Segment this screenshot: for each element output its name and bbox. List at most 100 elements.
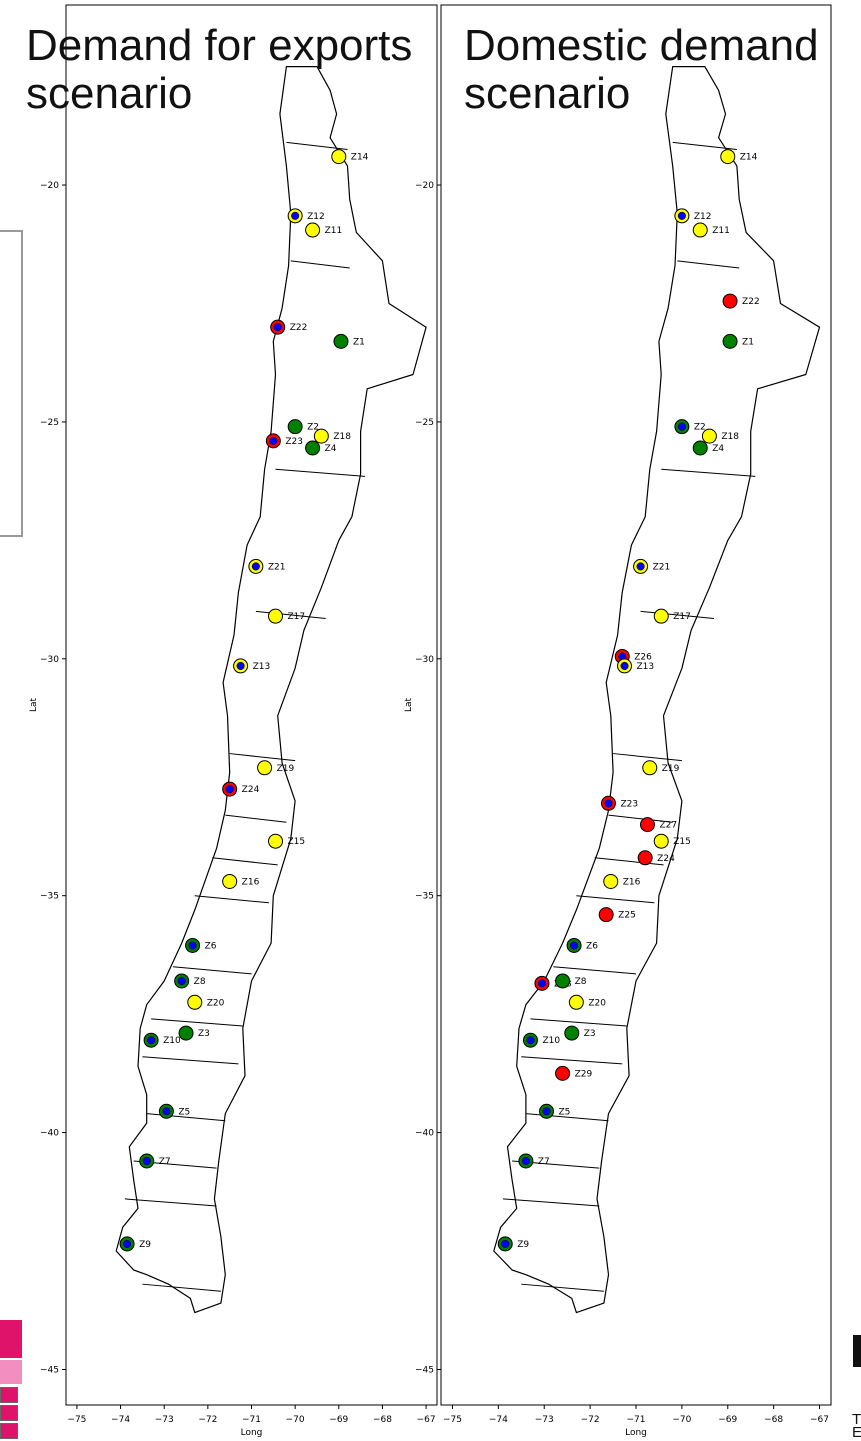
swatch-pink-1 xyxy=(0,1320,22,1358)
zone-label-z15: Z15 xyxy=(673,837,691,847)
zone-marker-inner-z12 xyxy=(291,211,300,220)
region-boundary-1-7 xyxy=(576,895,655,904)
region-boundary-1-1 xyxy=(677,260,740,269)
zone-label-z4: Z4 xyxy=(325,444,337,454)
y-tick-label: −45 xyxy=(415,1365,434,1375)
zone-marker-z24 xyxy=(637,850,653,866)
x-tick-label: −70 xyxy=(286,1415,305,1425)
region-boundary-1-0 xyxy=(672,141,737,150)
zone-label-z27: Z27 xyxy=(659,821,677,831)
region-boundary-0-4 xyxy=(229,753,296,762)
zone-label-z8: Z8 xyxy=(194,977,206,987)
x-tick-label: −72 xyxy=(198,1415,217,1425)
region-boundary-1-4 xyxy=(613,753,682,762)
zone-label-z20: Z20 xyxy=(207,998,225,1008)
y-axis-label: Lat xyxy=(29,698,39,713)
y-tick-label: −35 xyxy=(40,892,59,902)
zone-marker-inner-z24 xyxy=(225,785,234,794)
zone-marker-z3 xyxy=(564,1025,580,1041)
swatch-pink-light xyxy=(0,1360,22,1384)
y-tick-label: −45 xyxy=(40,1365,59,1375)
zone-label-z2: Z2 xyxy=(694,423,706,433)
region-boundary-1-3 xyxy=(640,610,715,620)
y-tick-label: −40 xyxy=(40,1129,59,1139)
swatch-pink-2 xyxy=(0,1387,18,1403)
x-tick-label: −71 xyxy=(242,1415,261,1425)
zone-marker-z2 xyxy=(287,419,303,435)
zone-marker-z1 xyxy=(722,333,738,349)
zone-marker-inner-z9 xyxy=(501,1239,510,1248)
zone-marker-inner-z7 xyxy=(521,1156,530,1166)
region-boundary-0-0 xyxy=(286,141,348,150)
zone-marker-z3 xyxy=(178,1025,194,1041)
zone-marker-z20 xyxy=(187,994,203,1010)
x-tick-label: −70 xyxy=(672,1415,691,1425)
x-tick-label: −73 xyxy=(535,1415,554,1425)
swatch-pink-3 xyxy=(0,1405,18,1421)
zone-label-z12: Z12 xyxy=(307,212,325,222)
x-tick-label: −74 xyxy=(489,1415,508,1425)
y-axis-label: Lat xyxy=(404,698,414,713)
region-boundary-0-5 xyxy=(225,814,287,823)
right-text-fragment: T E xyxy=(852,1411,861,1441)
region-boundary-1-13 xyxy=(502,1198,600,1207)
region-boundary-1-8 xyxy=(553,966,637,975)
x-axis-label: Long xyxy=(625,1428,647,1438)
region-boundary-0-9 xyxy=(151,1018,243,1027)
zone-label-z10: Z10 xyxy=(542,1036,560,1046)
zone-label-z18: Z18 xyxy=(721,432,739,442)
x-tick-label: −68 xyxy=(373,1415,392,1425)
x-tick-label: −68 xyxy=(764,1415,783,1425)
zone-marker-inner-z10 xyxy=(526,1036,535,1045)
zone-marker-inner-z13 xyxy=(620,661,629,670)
zone-marker-z11 xyxy=(305,222,321,238)
zone-label-z22: Z22 xyxy=(742,297,760,307)
zone-marker-z15 xyxy=(653,833,669,849)
y-tick-label: −35 xyxy=(415,892,434,902)
zone-marker-z27 xyxy=(639,817,655,833)
zone-label-z13: Z13 xyxy=(637,662,655,672)
zone-label-z8: Z8 xyxy=(575,977,587,987)
swatch-pink-4 xyxy=(0,1423,18,1439)
zone-marker-inner-z21 xyxy=(251,562,260,571)
y-tick-label: −25 xyxy=(40,418,59,428)
y-tick-label: −30 xyxy=(415,655,434,665)
side-panel-fragment xyxy=(0,230,23,537)
zone-label-z17: Z17 xyxy=(673,612,691,622)
zone-label-z1: Z1 xyxy=(742,337,754,347)
zone-label-z19: Z19 xyxy=(662,764,680,774)
zone-marker-z16 xyxy=(222,873,238,889)
zone-label-z18: Z18 xyxy=(333,432,351,442)
zone-label-z29: Z29 xyxy=(575,1069,593,1079)
zone-label-z3: Z3 xyxy=(584,1029,596,1039)
zone-label-z15: Z15 xyxy=(288,837,306,847)
x-tick-label: −72 xyxy=(581,1415,600,1425)
zone-marker-inner-z12 xyxy=(677,211,686,220)
x-tick-label: −67 xyxy=(810,1415,829,1425)
zone-label-z11: Z11 xyxy=(325,226,343,236)
zone-marker-inner-z5 xyxy=(162,1107,171,1116)
zone-marker-z4 xyxy=(305,440,321,456)
zone-label-z24: Z24 xyxy=(242,785,260,795)
zone-label-z22: Z22 xyxy=(290,323,308,333)
region-boundary-1-10 xyxy=(521,1056,623,1065)
zone-label-z9: Z9 xyxy=(517,1240,529,1250)
zone-marker-z18 xyxy=(313,428,329,444)
zone-marker-inner-z6 xyxy=(570,941,579,950)
zone-label-z1: Z1 xyxy=(353,337,365,347)
x-axis-label: Long xyxy=(241,1428,263,1438)
zone-label-z6: Z6 xyxy=(205,941,217,951)
zone-marker-inner-z23 xyxy=(604,799,613,808)
zone-marker-z15 xyxy=(268,833,284,849)
zone-label-z25: Z25 xyxy=(618,911,636,921)
region-boundary-1-2 xyxy=(661,468,756,477)
zone-marker-inner-z28 xyxy=(537,979,546,988)
zone-marker-inner-z10 xyxy=(147,1036,156,1045)
region-boundary-1-5 xyxy=(608,814,673,823)
zone-label-z26: Z26 xyxy=(634,652,652,662)
zone-marker-z19 xyxy=(257,760,273,776)
y-tick-label: −20 xyxy=(415,181,434,191)
x-tick-label: −69 xyxy=(718,1415,737,1425)
zone-marker-inner-z8 xyxy=(177,976,186,986)
x-tick-label: −74 xyxy=(111,1415,130,1425)
